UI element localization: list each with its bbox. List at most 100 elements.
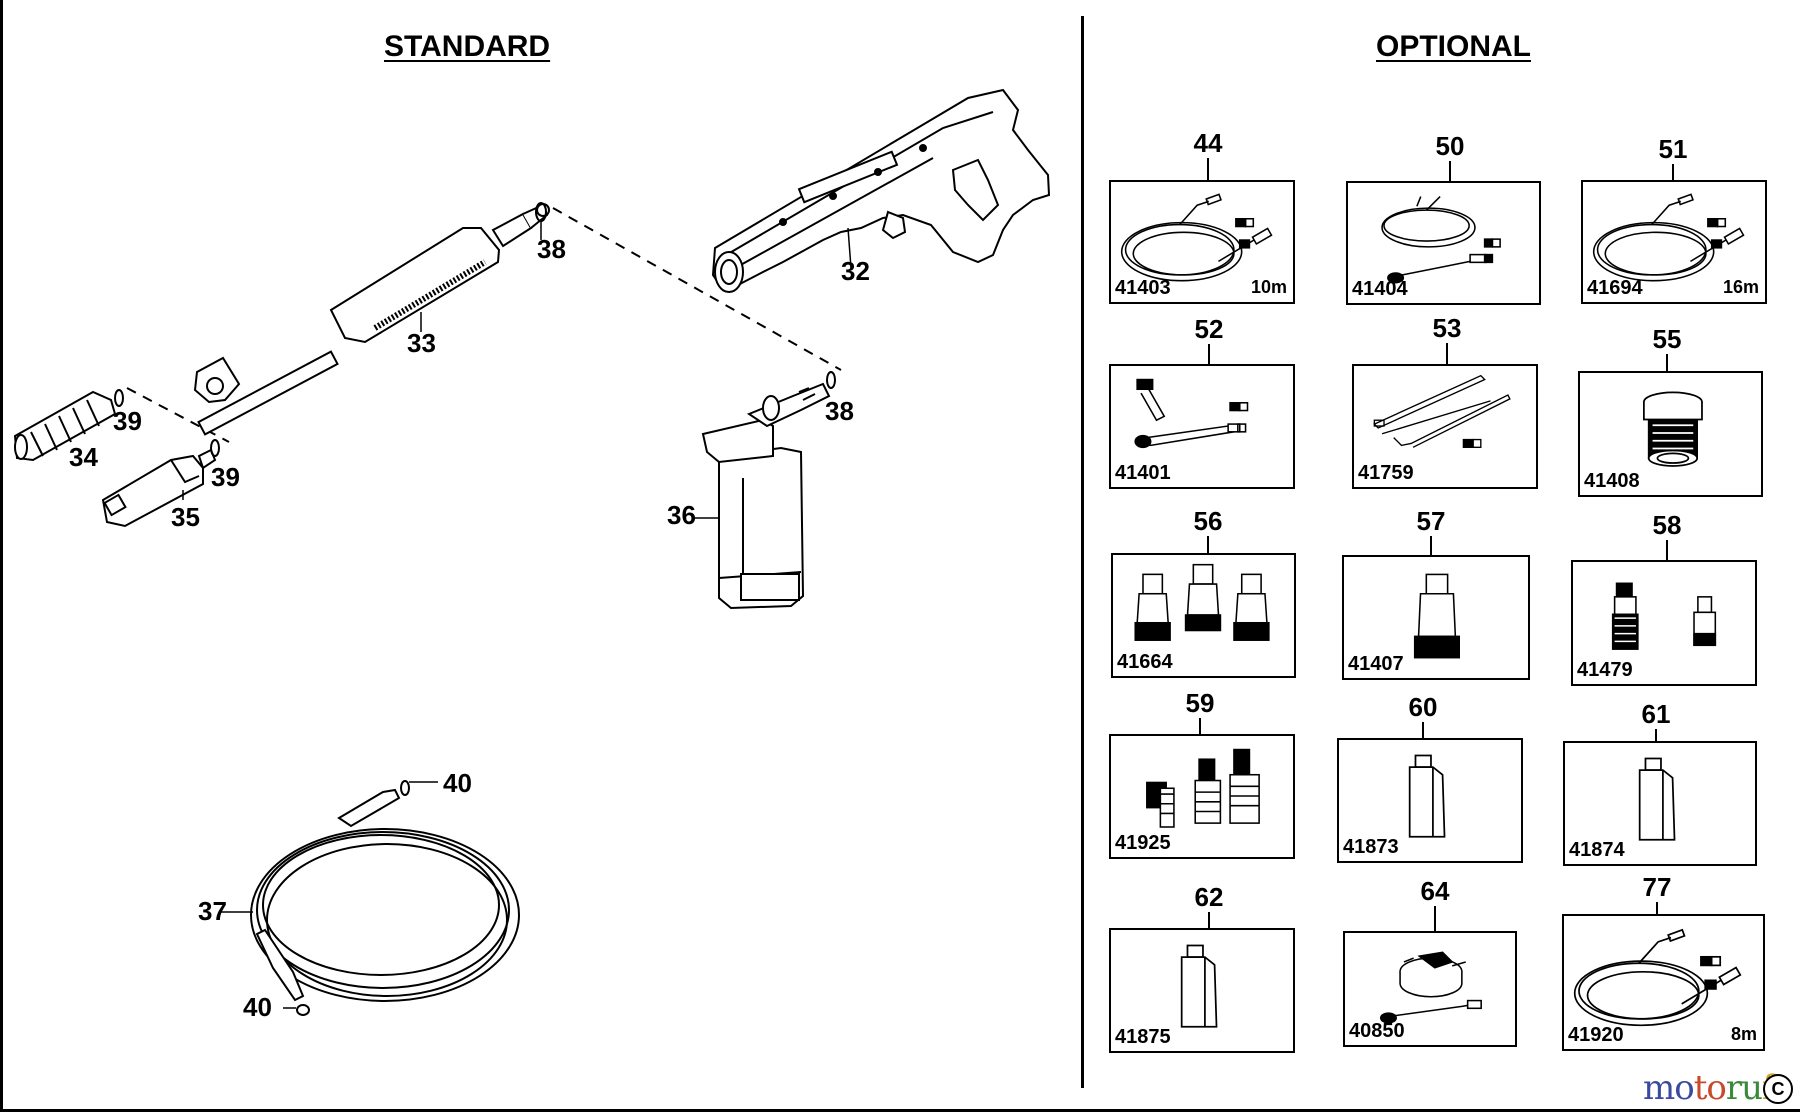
bottle-illustration	[1180, 944, 1218, 1028]
optional-item-62-leader	[1208, 912, 1210, 934]
vario-nozzle	[101, 439, 220, 528]
optional-item-64-code: 40850	[1349, 1020, 1405, 1042]
optional-item-61-code: 41874	[1569, 839, 1625, 861]
optional-item-59-number: 59	[1185, 688, 1215, 718]
optional-item-61-box: 41874	[1563, 741, 1757, 866]
optional-item-51-code: 41694	[1587, 277, 1643, 299]
optional-item-56-leader	[1207, 536, 1209, 559]
optional-item-77-code: 41920	[1568, 1024, 1624, 1046]
optional-item-51-leader	[1672, 164, 1674, 186]
optional-item-58-box: 41479	[1571, 560, 1757, 686]
optional-item-62-code: 41875	[1115, 1026, 1171, 1048]
hose-kit-illustration	[1573, 928, 1742, 1027]
hose	[221, 780, 520, 1016]
optional-item-44-leader	[1207, 158, 1209, 186]
angled-lance-illustration	[1134, 378, 1249, 449]
callout-oring-vario: 39	[211, 462, 240, 492]
two-connectors-illustration	[1611, 582, 1717, 650]
optional-item-44-number: 44	[1193, 128, 1223, 158]
optional-item-62-number: 62	[1194, 882, 1224, 912]
optional-heading: OPTIONAL	[1376, 30, 1531, 63]
optional-item-58-leader	[1666, 540, 1668, 566]
optional-item-52-box: 41401	[1109, 364, 1295, 489]
copyright-icon: C	[1763, 1074, 1793, 1104]
optional-item-55-code: 41408	[1584, 470, 1640, 492]
three-nozzles-illustration	[1134, 563, 1270, 641]
callout-oring-bottle: 38	[825, 396, 854, 426]
optional-item-53-box: 41759	[1352, 364, 1538, 489]
drain-hose-kit-illustration	[1381, 196, 1501, 284]
bottle-illustration	[1408, 754, 1446, 838]
optional-item-50-leader	[1449, 161, 1451, 187]
optional-item-55-number: 55	[1652, 324, 1682, 354]
optional-item-50-box: 41404	[1346, 181, 1541, 305]
hose-kit-illustration	[1592, 193, 1745, 282]
hose-kit-illustration	[1120, 193, 1273, 282]
single-nozzle-illustration	[1413, 573, 1461, 659]
optional-item-64-number: 64	[1420, 876, 1450, 906]
lance	[193, 203, 550, 436]
optional-item-61-leader	[1655, 729, 1657, 747]
callout-oring-hose-bottom: 40	[243, 992, 272, 1022]
optional-item-77-number: 77	[1642, 872, 1672, 902]
optional-item-44-length: 10m	[1250, 277, 1287, 297]
callout-detergent-bottle: 36	[667, 500, 696, 530]
optional-item-77-length: 8m	[1730, 1024, 1757, 1044]
optional-item-57-number: 57	[1416, 506, 1446, 536]
optional-item-77-leader	[1656, 902, 1658, 920]
optional-item-59-box: 41925	[1109, 734, 1295, 859]
optional-item-60-box: 41873	[1337, 738, 1523, 863]
optional-item-51-number: 51	[1658, 134, 1688, 164]
detergent-bottle	[695, 371, 836, 610]
bottle-illustration	[1638, 757, 1676, 841]
spray-gun	[711, 88, 1051, 293]
section-divider	[1081, 16, 1084, 1088]
optional-item-55-box: 41408	[1578, 371, 1763, 497]
optional-item-57-box: 41407	[1342, 555, 1530, 680]
callout-rotary-nozzle: 34	[69, 442, 98, 472]
optional-item-44-code: 41403	[1115, 277, 1171, 299]
rotary-nozzle	[13, 389, 124, 462]
callout-oring-lance: 38	[537, 234, 566, 264]
standard-parts-drawing	[13, 88, 1051, 1016]
optional-item-58-number: 58	[1652, 510, 1682, 540]
optional-item-55-leader	[1666, 354, 1668, 377]
patio-cleaner-illustration	[1379, 951, 1482, 1024]
optional-item-52-leader	[1208, 344, 1210, 370]
optional-item-60-leader	[1422, 722, 1424, 744]
optional-item-53-code: 41759	[1358, 462, 1414, 484]
optional-item-60-number: 60	[1408, 692, 1438, 722]
optional-item-56-number: 56	[1193, 506, 1223, 536]
optional-item-59-leader	[1199, 718, 1201, 740]
extension-lances-illustration	[1373, 374, 1511, 448]
optional-item-50-number: 50	[1435, 131, 1465, 161]
adapter-illustration	[1643, 391, 1703, 467]
three-connectors-illustration	[1146, 748, 1260, 828]
callout-hose: 37	[198, 896, 227, 926]
optional-item-62-box: 41875	[1109, 928, 1295, 1053]
optional-item-77-box: 41920 8m	[1562, 914, 1765, 1051]
optional-item-56-code: 41664	[1117, 651, 1173, 673]
optional-item-64-leader	[1434, 906, 1436, 937]
optional-item-51-box: 41694 16m	[1581, 180, 1767, 304]
optional-item-52-number: 52	[1194, 314, 1224, 344]
assembly-lines	[126, 207, 842, 443]
callout-oring-hose-top: 40	[443, 768, 472, 798]
optional-item-61-number: 61	[1641, 699, 1671, 729]
standard-heading: STANDARD	[384, 30, 551, 63]
optional-item-51-length: 16m	[1722, 277, 1759, 297]
optional-item-53-leader	[1446, 343, 1448, 370]
callout-vario-nozzle: 35	[171, 502, 200, 532]
optional-item-58-code: 41479	[1577, 659, 1633, 681]
callout-gun: 32	[841, 256, 870, 286]
optional-item-53-number: 53	[1432, 313, 1462, 343]
optional-item-52-code: 41401	[1115, 462, 1171, 484]
optional-item-64-box: 40850	[1343, 931, 1517, 1047]
optional-item-57-code: 41407	[1348, 653, 1404, 675]
callout-lance: 33	[407, 328, 436, 358]
callout-oring-rotary: 39	[113, 406, 142, 436]
optional-item-57-leader	[1430, 536, 1432, 561]
optional-item-50-code: 41404	[1352, 278, 1408, 300]
optional-item-59-code: 41925	[1115, 832, 1171, 854]
